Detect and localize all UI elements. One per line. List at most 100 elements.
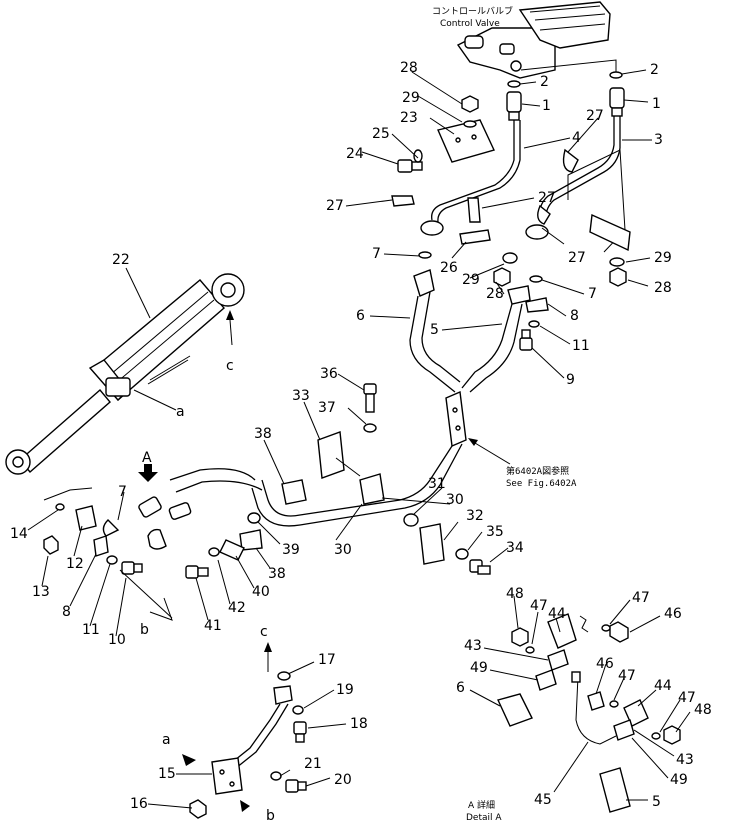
- callout-20: 20: [334, 772, 352, 788]
- callout-38: 38: [254, 426, 272, 442]
- washer-11: [528, 320, 540, 328]
- callout-a: a: [176, 404, 185, 420]
- callout-32: 32: [466, 508, 484, 524]
- elbow-fitting-1: [609, 87, 625, 117]
- clamp-27: [467, 197, 481, 223]
- callout-29: 29: [654, 250, 672, 266]
- callout-26: 26: [440, 260, 458, 276]
- clamp-38: [239, 529, 263, 551]
- callout-25: 25: [372, 126, 390, 142]
- callout-28: 28: [400, 60, 418, 76]
- bolt-9: [519, 329, 533, 351]
- callout-30: 30: [334, 542, 352, 558]
- fig-ref-leader: [469, 439, 511, 465]
- callout-41: 41: [204, 618, 222, 634]
- nut-28: [609, 267, 627, 287]
- callout-2: 2: [650, 62, 659, 78]
- callout-16: 16: [130, 796, 148, 812]
- callout-21: 21: [304, 756, 322, 772]
- hose-6: [409, 269, 461, 393]
- callout-30: 30: [446, 492, 464, 508]
- callout-35: 35: [486, 524, 504, 540]
- bolt-16: [189, 799, 207, 819]
- callout-18: 18: [350, 716, 368, 732]
- callout-44: 44: [654, 678, 672, 694]
- callout-43: 43: [676, 752, 694, 768]
- callout-1: 1: [652, 96, 661, 112]
- callout-a: a: [162, 732, 171, 748]
- hose-left: [169, 468, 256, 481]
- bracket-23: [437, 119, 495, 163]
- clamp-8: [525, 297, 549, 313]
- spacer-39: [247, 512, 261, 524]
- callout-44: 44: [548, 606, 566, 622]
- detail-a-en: Detail A: [466, 813, 502, 823]
- callout-42: 42: [228, 600, 246, 616]
- callout-29: 29: [462, 272, 480, 288]
- callout-14: 14: [10, 526, 28, 542]
- callout-24: 24: [346, 146, 364, 162]
- callout-17: 17: [318, 652, 336, 668]
- o-ring-2: [609, 71, 623, 79]
- hose-fitting-left: [102, 496, 192, 550]
- callout-27: 27: [586, 108, 604, 124]
- callout-48: 48: [506, 586, 524, 602]
- callout-b: b: [266, 808, 275, 824]
- callout-27: 27: [568, 250, 586, 266]
- bolt-36: [363, 383, 377, 413]
- detail-a-jp: A 詳細: [468, 799, 495, 811]
- bolt-41: [185, 565, 209, 579]
- callout-46: 46: [664, 606, 682, 622]
- callout-49: 49: [470, 660, 488, 676]
- callout-6: 6: [456, 680, 465, 696]
- arrow-b2: [240, 800, 250, 812]
- flange-15: [211, 757, 243, 795]
- callout-36: 36: [320, 366, 338, 382]
- callout-5: 5: [430, 322, 439, 338]
- bolt-10: [121, 561, 143, 575]
- callout-7: 7: [118, 484, 127, 500]
- washer-19: [292, 705, 304, 715]
- callout-46: 46: [596, 656, 614, 672]
- spacer-31: [403, 513, 419, 527]
- callout-3: 3: [654, 132, 663, 148]
- control-valve: [456, 1, 617, 79]
- clamp-27: [391, 195, 415, 207]
- mount-bracket: [445, 390, 467, 448]
- callout-31: 31: [428, 476, 446, 492]
- washer-29: [463, 120, 477, 128]
- callout-10: 10: [108, 632, 126, 648]
- clamp-38: [281, 479, 307, 505]
- callout-9: 9: [566, 372, 575, 388]
- detail-a-group: [497, 613, 681, 813]
- flange: [420, 220, 444, 236]
- callout-48: 48: [694, 702, 712, 718]
- callout-8: 8: [570, 308, 579, 324]
- o-ring-14: [55, 503, 65, 511]
- plate-26: [459, 229, 491, 245]
- washer-35: [455, 548, 469, 560]
- callout-7: 7: [372, 246, 381, 262]
- arrow-a2: [182, 754, 196, 766]
- bolt-13: [43, 535, 59, 555]
- callout-22: 22: [112, 252, 130, 268]
- washer-37: [363, 423, 377, 433]
- o-ring-17: [277, 671, 291, 681]
- nut-28: [493, 267, 511, 287]
- callout-28: 28: [486, 286, 504, 302]
- callout-6: 6: [356, 308, 365, 324]
- control-valve-en: Control Valve: [440, 19, 500, 29]
- callout-40: 40: [252, 584, 270, 600]
- callout-34: 34: [506, 540, 524, 556]
- boom-cylinder-22: [5, 273, 245, 475]
- callout-28: 28: [654, 280, 672, 296]
- callout-19: 19: [336, 682, 354, 698]
- clamp-27: [562, 148, 579, 173]
- callout-2: 2: [540, 74, 549, 90]
- callout-49: 49: [670, 772, 688, 788]
- tube-4: [437, 120, 521, 223]
- hose-main: [261, 445, 453, 517]
- washer-11: [106, 555, 118, 565]
- callout-47: 47: [618, 668, 636, 684]
- callout-37: 37: [318, 400, 336, 416]
